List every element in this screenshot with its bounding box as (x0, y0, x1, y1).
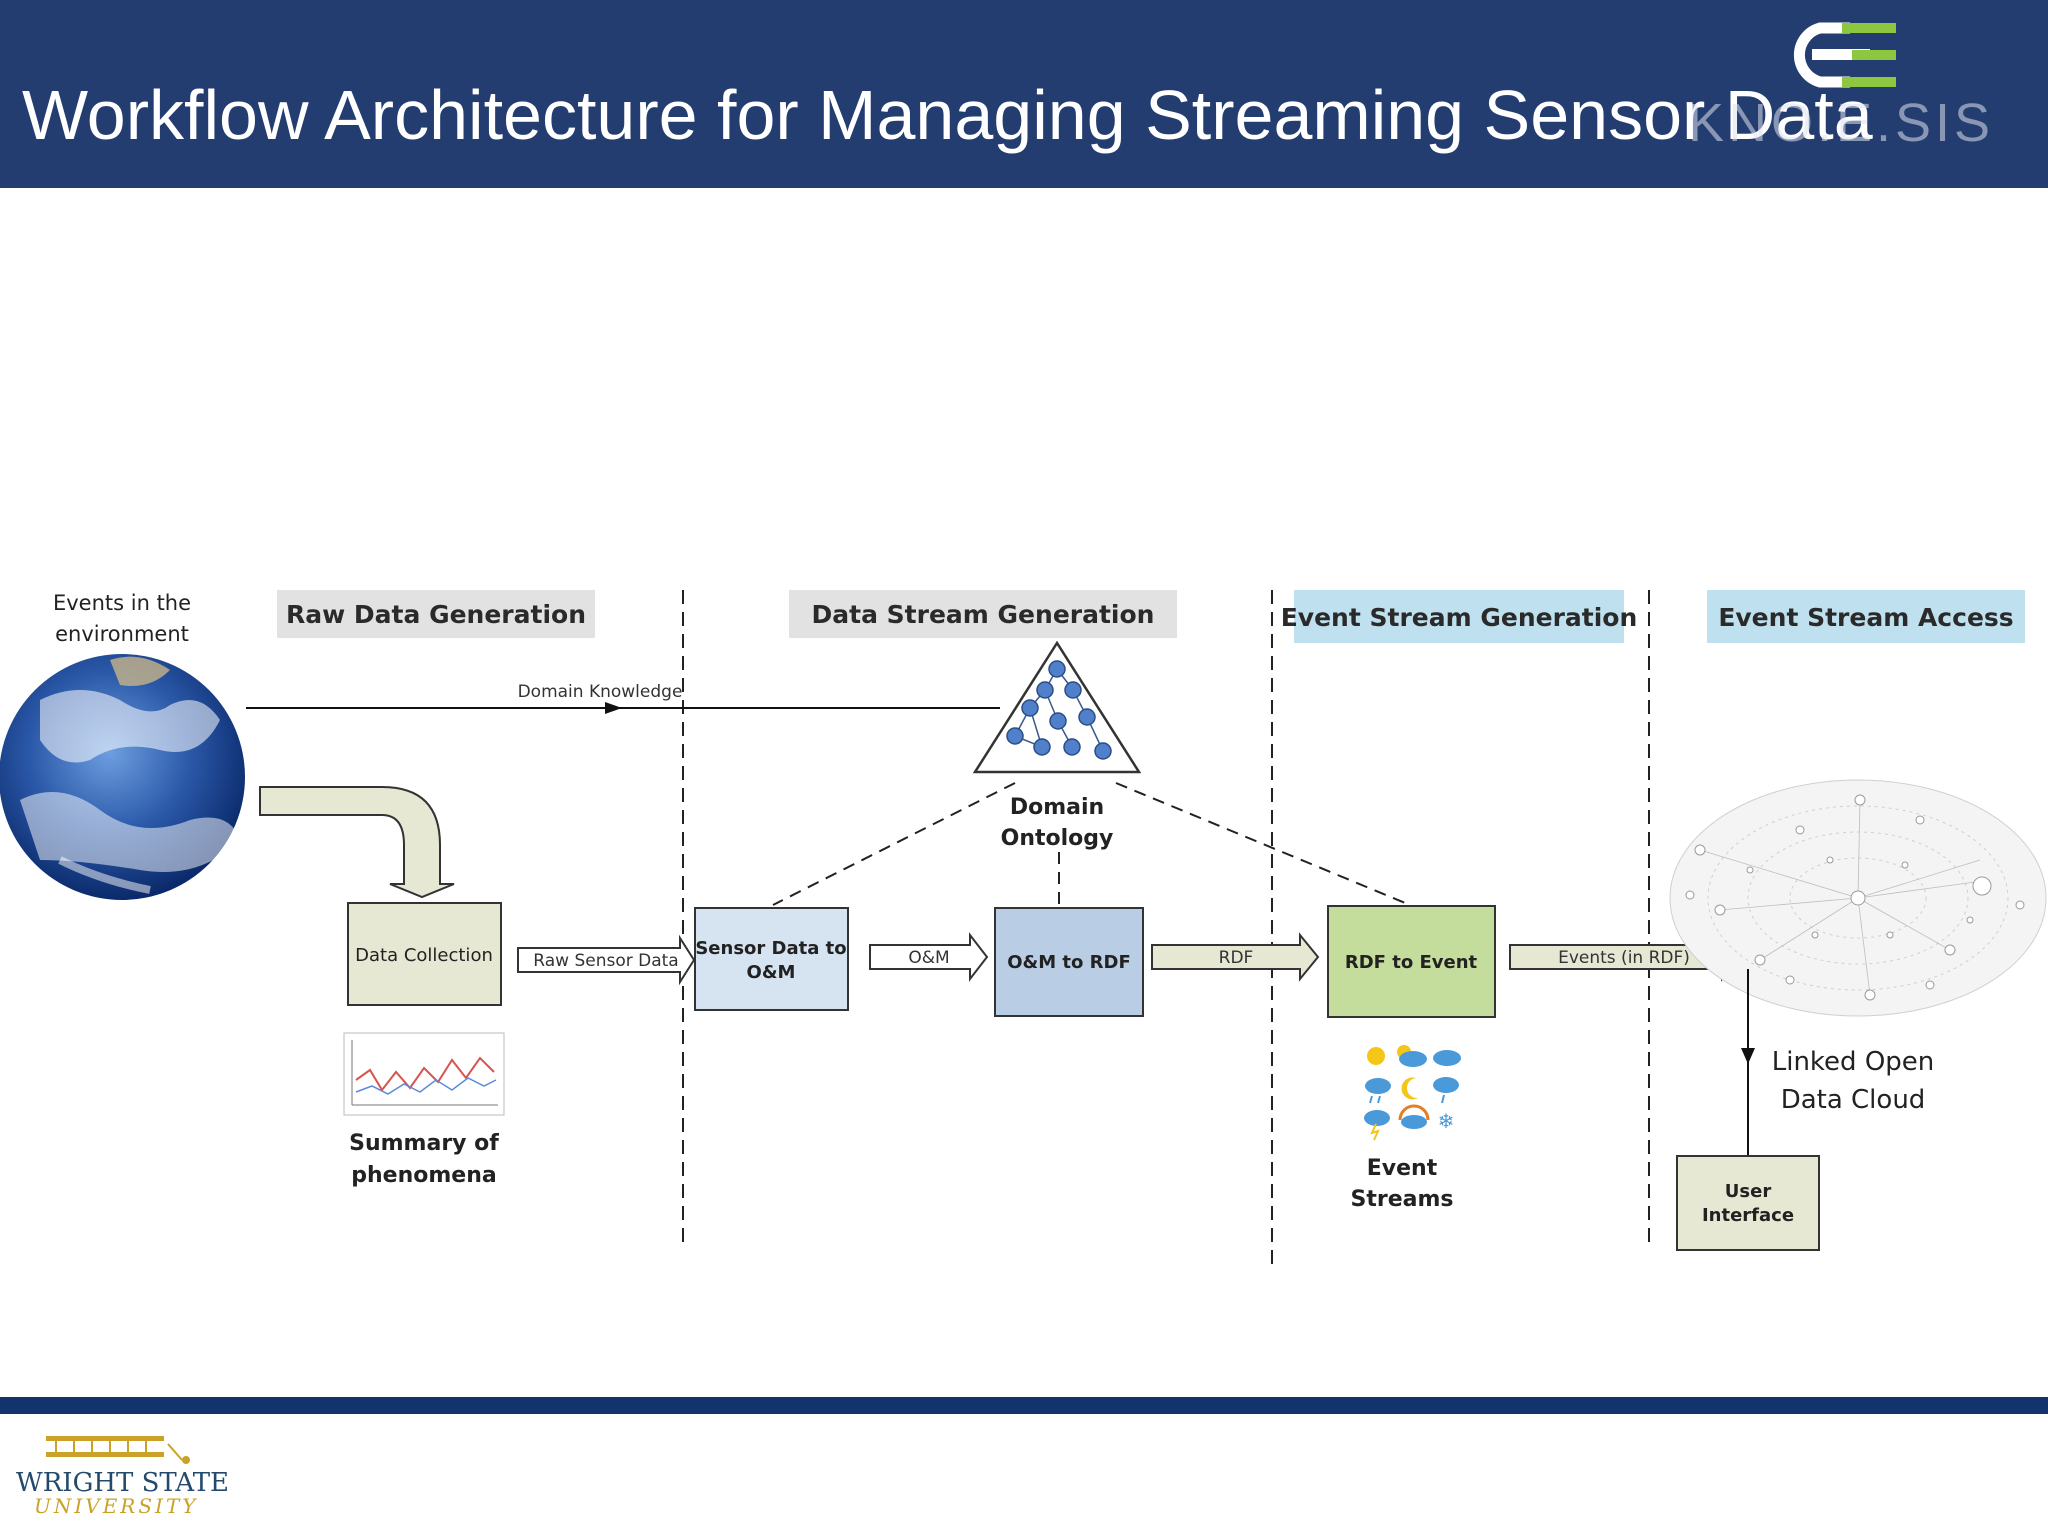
events-rdf-arrow-label: Events (in RDF) (1558, 948, 1690, 968)
cloud-icon (1433, 1050, 1461, 1066)
slide-header: Workflow Architecture for Managing Strea… (0, 0, 2048, 188)
rain-cloud-icon (1365, 1078, 1391, 1104)
kno-e-sis-logo-icon (1793, 22, 1896, 88)
data-collection-label: Data Collection (355, 945, 493, 966)
domain-knowledge-label: Domain Knowledge (518, 682, 683, 702)
lod-label-line2: Data Cloud (1781, 1085, 1926, 1115)
om-to-rdf-box (994, 907, 1144, 1017)
domain-ontology-label-line2: Ontology (1001, 826, 1114, 851)
phase-raw-data-label: Raw Data Generation (286, 600, 586, 629)
moon-icon (1401, 1077, 1418, 1100)
showers-icon (1433, 1077, 1459, 1104)
partly-cloudy-icon (1397, 1045, 1427, 1067)
om-arrow-label: O&M (908, 948, 949, 968)
phase-access-label: Event Stream Access (1718, 603, 2013, 632)
sun-icon (1367, 1047, 1385, 1065)
user-interface-label-line1: User (1725, 1181, 1772, 1202)
phase-raw-data-box (277, 590, 595, 638)
user-interface-box (1676, 1155, 1820, 1251)
summary-label-line2: phenomena (351, 1163, 496, 1188)
wright-state-sub: UNIVERSITY (34, 1494, 199, 1518)
om-arrow (869, 932, 989, 982)
rdf-to-event-label: RDF to Event (1345, 952, 1478, 973)
collection-flow-arrow (259, 786, 455, 899)
wright-state-logo: WRIGHT STATE UNIVERSITY (14, 1430, 229, 1520)
user-interface-label-line2: Interface (1702, 1205, 1794, 1226)
lod-label-line1: Linked Open (1772, 1047, 1935, 1077)
weather-icons-grid: ❄ (1364, 1045, 1461, 1141)
om-to-rdf-label: O&M to RDF (1007, 952, 1131, 973)
events-label-line1: Events in the (53, 591, 191, 615)
summary-label-line1: Summary of (349, 1131, 499, 1156)
domain-ontology-label-line1: Domain (1010, 795, 1104, 820)
raw-sensor-data-arrow (517, 934, 696, 986)
snowflake-icon: ❄ (1438, 1109, 1455, 1133)
ontology-link-sensor (772, 782, 1016, 906)
sensor-to-om-box (694, 907, 849, 1011)
sensor-to-om-label-line2: O&M (747, 962, 796, 983)
data-collection-box (347, 902, 502, 1006)
ontology-link-rdf-event (1115, 782, 1411, 906)
phase-event-stream-label: Event Stream Generation (1281, 603, 1638, 632)
wright-state-name: WRIGHT STATE (16, 1468, 230, 1498)
phase-data-stream-box (789, 590, 1177, 638)
kno-e-sis-logo-text: KNO.E.SIS (1688, 93, 1995, 153)
rdf-arrow (1151, 932, 1320, 982)
domain-knowledge-arrowhead (605, 702, 622, 714)
rdf-to-event-box (1327, 905, 1496, 1018)
footer-bar (0, 1397, 2048, 1414)
phase-event-stream-box (1294, 590, 1624, 643)
rainbow-cloud-icon (1398, 1104, 1430, 1129)
event-streams-label-line1: Event (1367, 1156, 1438, 1181)
event-streams-label-line2: Streams (1351, 1187, 1454, 1212)
linked-open-data-cloud-graphic (1669, 779, 2047, 1017)
rdf-arrow-label: RDF (1219, 948, 1254, 968)
slide-title: Workflow Architecture for Managing Strea… (22, 76, 1873, 154)
sensor-to-om-label-line1: Sensor Data to (695, 938, 846, 959)
wright-flyer-icon (46, 1436, 190, 1464)
phase-access-box (1707, 590, 2025, 643)
phase-data-stream-label: Data Stream Generation (812, 600, 1155, 629)
domain-ontology-triangle (972, 640, 1142, 774)
events-label-line2: environment (55, 622, 189, 646)
ui-link-arrowhead (1741, 1048, 1755, 1064)
earth-globe-icon (0, 654, 245, 900)
raw-sensor-data-label: Raw Sensor Data (533, 951, 678, 971)
summary-chart-thumbnail (343, 1032, 505, 1116)
storm-cloud-icon (1364, 1110, 1390, 1141)
